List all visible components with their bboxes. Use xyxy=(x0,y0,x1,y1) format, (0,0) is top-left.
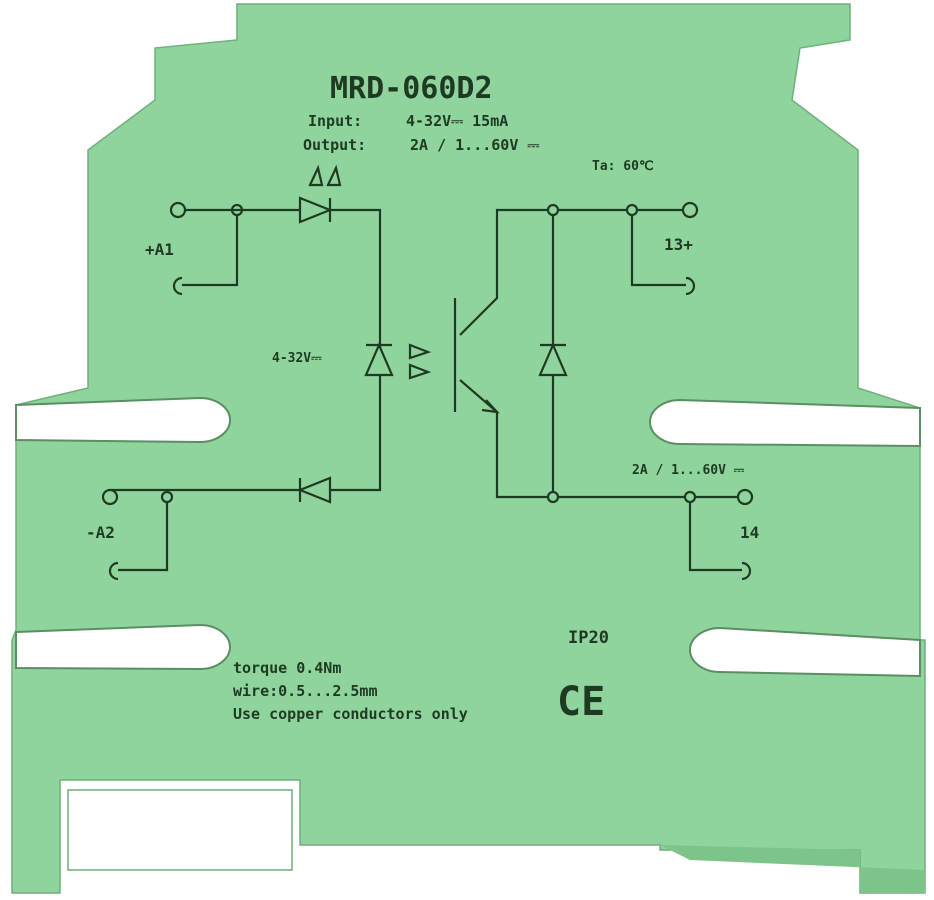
note-copper: Use copper conductors only xyxy=(233,705,468,723)
ip-rating: IP20 xyxy=(568,628,609,648)
right-foot xyxy=(660,845,925,893)
model-name: MRD-060D2 xyxy=(330,71,493,106)
note-wire: wire:0.5...2.5mm xyxy=(233,682,378,700)
terminal-notches xyxy=(15,396,921,678)
ce-mark: CE xyxy=(557,679,605,725)
circuit-schematic xyxy=(101,164,754,581)
input-value: 4-32V⎓ 15mA xyxy=(406,112,508,130)
din-clip-opening xyxy=(67,789,293,871)
note-torque: torque 0.4Nm xyxy=(233,659,341,677)
terminal-a2-label: -A2 xyxy=(86,523,115,542)
input-diode-label: 4-32V⎓ xyxy=(272,351,322,366)
terminal-a1-label: +A1 xyxy=(145,240,174,259)
input-label: Input: xyxy=(308,112,362,130)
ambient-temp: Ta: 60℃ xyxy=(592,159,654,174)
output-rating-label: 2A / 1...60V ⎓ xyxy=(632,463,745,478)
terminal-13-label: 13+ xyxy=(664,235,693,254)
output-label: Output: xyxy=(303,136,366,154)
output-value: 2A / 1...60V ⎓ xyxy=(410,136,539,154)
terminal-14-label: 14 xyxy=(740,523,759,542)
